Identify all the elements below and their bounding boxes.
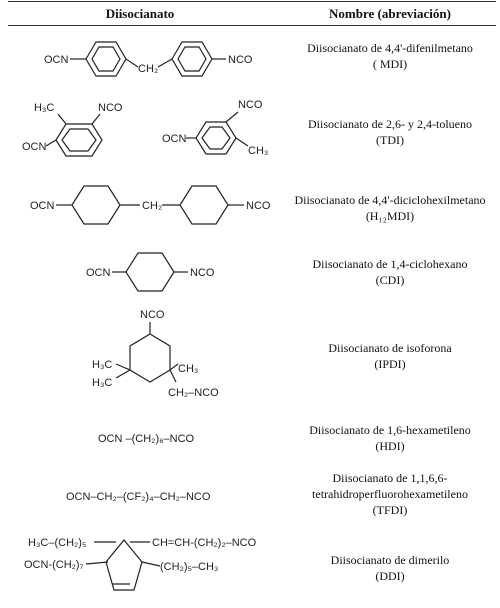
label-h3c-a: H₃C	[92, 359, 112, 371]
label-nco: NCO	[228, 54, 253, 66]
table-row: OCN–CH₂–(CF₂)₄–CH₂–NCO Diisocianato de 1…	[0, 470, 500, 524]
label-nco-a: NCO	[98, 102, 123, 114]
table-row: OCN –(CH₂)₆–NCO Diisocianato de 1,6-hexa…	[0, 420, 500, 460]
label-ch2: CH₂	[138, 63, 158, 75]
tfdi-structure: OCN–CH₂–(CF₂)₄–CH₂–NCO	[0, 470, 280, 524]
label-ch2: CH₂	[142, 200, 162, 212]
table-row: NCO H₃C H₃C CH₃ CH₂–NCO Diisocianato de …	[0, 306, 500, 404]
row-name: Diisocianato de dimerilo (DDI)	[330, 553, 450, 583]
header-top-rule	[8, 1, 496, 2]
table-row: H₃C–(CH₂)₅ CH=CH-(CH₂)₂–NCO OCN-(CH₂)₇ (…	[0, 528, 500, 606]
tdi-structure: H₃C NCO OCN NCO OCN CH₃	[0, 94, 280, 172]
label-ocn-b: OCN	[162, 133, 187, 145]
cdi-structure: OCN NCO	[0, 244, 280, 302]
label-nco: NCO	[246, 200, 271, 212]
table-row: OCN CH₂ NCO Diisocianato de 4,4'-diciclo…	[0, 178, 500, 238]
label-ocn: OCN	[86, 267, 111, 279]
label-ocn: OCN	[30, 200, 55, 212]
table-header: Diisocianato Nombre (abreviación)	[0, 0, 500, 28]
row-name: Diisocianato de 4,4'-diciclohexilmetano …	[294, 193, 486, 223]
row-name: Diisocianato de 1,6-hexametileno (HDI)	[309, 423, 471, 453]
row-name: Diisocianato de isoforona (IPDI)	[328, 341, 452, 371]
label-ch2-ch3: (CH₂)₅–CH₃	[160, 561, 218, 573]
label-h3c: H₃C	[34, 102, 54, 114]
label-hdi-formula: OCN –(CH₂)₆–NCO	[98, 433, 195, 445]
table-row: H₃C NCO OCN NCO OCN CH₃ Diisocianato de …	[0, 94, 500, 172]
header-bottom-rule	[8, 25, 496, 26]
label-ch-ch: CH=CH-(CH₂)₂–NCO	[152, 537, 257, 549]
label-nco: NCO	[190, 267, 215, 279]
label-nco-b: NCO	[238, 99, 263, 111]
label-tfdi-formula: OCN–CH₂–(CF₂)₄–CH₂–NCO	[66, 491, 211, 503]
ddi-structure: H₃C–(CH₂)₅ CH=CH-(CH₂)₂–NCO OCN-(CH₂)₇ (…	[0, 528, 290, 606]
label-nco: NCO	[140, 309, 165, 321]
label-ocn: OCN	[44, 54, 69, 66]
label-ch2-nco: CH₂–NCO	[168, 387, 219, 399]
row-name: Diisocianato de 1,4-ciclohexano (CDI)	[312, 257, 468, 287]
header-diisocianato: Diisocianato	[105, 6, 175, 21]
ipdi-structure: NCO H₃C H₃C CH₃ CH₂–NCO	[0, 306, 280, 404]
row-name: Diisocianato de 1,1,6,6- tetrahidroperfl…	[312, 471, 468, 517]
header-nombre: Nombre (abreviación)	[329, 6, 451, 21]
table-row: OCN NCO Diisocianato de 1,4-ciclohexano …	[0, 244, 500, 302]
label-ocn-ch2: OCN-(CH₂)₇	[24, 559, 84, 571]
label-ch3: CH₃	[248, 145, 268, 157]
label-ch3: CH₃	[178, 363, 198, 375]
label-h3c-ch2: H₃C–(CH₂)₅	[28, 537, 86, 549]
table-row: OCN CH₂ NCO Diisocianato de 4,4'-difenil…	[0, 32, 500, 86]
row-name: Diisocianato de 4,4'-difenilmetano ( MDI…	[307, 41, 473, 71]
label-ocn-a: OCN	[22, 141, 47, 153]
h12mdi-structure: OCN CH₂ NCO	[0, 178, 290, 238]
row-name: Diisocianato de 2,6- y 2,4-tolueno (TDI)	[308, 117, 472, 147]
mdi-structure: OCN CH₂ NCO	[0, 32, 280, 86]
hdi-structure: OCN –(CH₂)₆–NCO	[0, 420, 280, 460]
label-h3c-b: H₃C	[92, 377, 112, 389]
